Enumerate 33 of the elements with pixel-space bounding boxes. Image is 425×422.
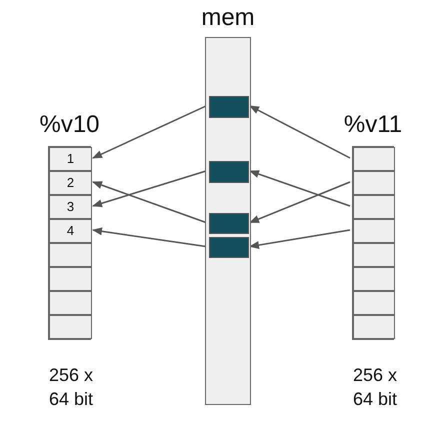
column-heading: %v11 [344, 111, 402, 139]
arrow [249, 229, 350, 249]
register-cell [353, 267, 395, 291]
memory-block [209, 161, 249, 183]
register-cell: 3 [49, 195, 92, 219]
arrow [92, 181, 206, 224]
register-cell [353, 147, 395, 171]
register-cell [353, 315, 395, 339]
memory-block [209, 96, 249, 118]
arrow [249, 181, 350, 224]
register-cell: 2 [49, 171, 92, 195]
arrow [249, 105, 350, 159]
size-caption: 256 x 64 bit [49, 364, 94, 411]
arrow [92, 227, 206, 248]
column-heading: %v10 [39, 111, 100, 139]
arrow [249, 170, 350, 207]
register-cell [49, 243, 92, 267]
memory-block [209, 213, 249, 234]
arrow [92, 170, 206, 208]
arrow [92, 105, 206, 159]
size-caption: 256 x 64 bit [353, 364, 398, 411]
register-cell: 1 [49, 147, 92, 171]
register-cell: 4 [49, 219, 92, 243]
register-cell [353, 291, 395, 315]
column-heading: mem [201, 4, 255, 32]
register-cell [353, 171, 395, 195]
memory-block [209, 237, 249, 258]
register-cell [49, 315, 92, 339]
register-cell [49, 291, 92, 315]
register-cell [353, 219, 395, 243]
register-cell [353, 243, 395, 267]
register-cell [353, 195, 395, 219]
register-cell [49, 267, 92, 291]
